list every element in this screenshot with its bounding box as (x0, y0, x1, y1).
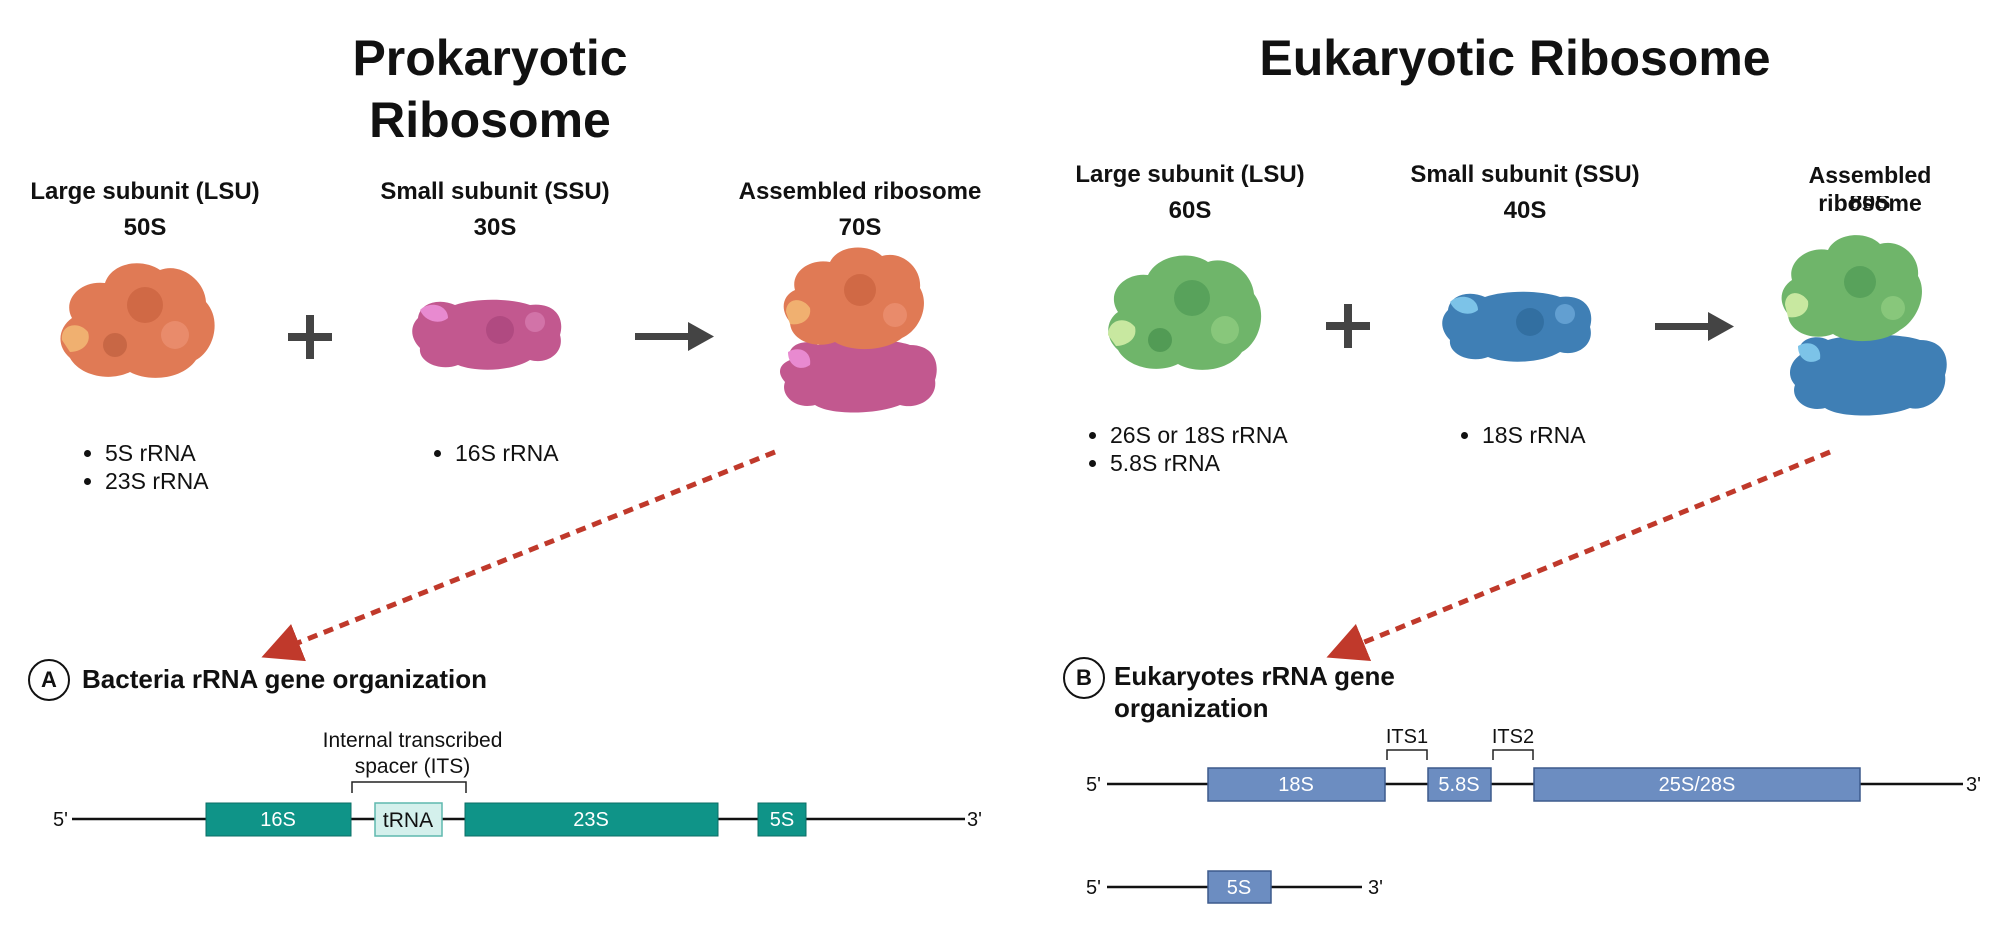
prok-assembled-label: Assembled ribosome (738, 178, 982, 205)
its-label-line1: Internal transcribed (322, 729, 503, 752)
euk-assembled-label-line2: ribosome (1818, 190, 1922, 216)
gene-18s (1207, 767, 1386, 802)
prok-assembled-heading: Assembled ribosome 70S (720, 174, 1000, 246)
ribosome-lsu-icon (60, 263, 215, 378)
euk-lsu-rna-list: 26S or 18S rRNA 5.8S rRNA (1080, 421, 1288, 477)
euk-assembled-value: 80S (1790, 196, 1950, 208)
euk-lsu-value: 60S (1168, 197, 1212, 224)
bacteria-five-prime: 5' (53, 809, 68, 831)
gene-23s-label: 23S (573, 809, 609, 831)
plus-icon (1326, 304, 1370, 348)
eukaryote-gene-map: ITS1 ITS2 5' 3' 18S 5.8S 25S/28S 5' 3' 5… (1086, 726, 1981, 904)
list-item: 5.8S rRNA (1110, 449, 1288, 477)
gene-16s (205, 802, 352, 837)
section-a-title: Bacteria rRNA gene organization (82, 664, 488, 694)
prok-ssu-heading: Small subunit (SSU) 30S (365, 174, 625, 246)
euk-5s-three-prime: 3' (1368, 877, 1383, 899)
its-label-line2: spacer (ITS) (354, 755, 471, 778)
ribosome-ssu-icon (412, 299, 562, 370)
gene-5s-euk-label: 5S (1227, 877, 1251, 899)
arrow-right-icon (1655, 312, 1734, 341)
gene-18s-label: 18S (1278, 774, 1314, 796)
euk-assembled-heading: Assembled 80S ribosome (1790, 161, 1950, 221)
list-item: 16S rRNA (455, 439, 559, 467)
its2-bracket (1492, 749, 1534, 760)
prok-lsu-value: 50S (123, 214, 167, 241)
euk-ssu-rna-list: 18S rRNA (1452, 421, 1586, 449)
its1-label: ITS1 (1386, 726, 1428, 748)
gene-5s-euk (1207, 870, 1272, 904)
its1-bracket (1386, 749, 1428, 760)
list-item: 23S rRNA (105, 467, 209, 495)
section-b-badge: B (1063, 657, 1105, 699)
arrow-right-icon (635, 322, 714, 351)
prok-lsu-rna-list: 5S rRNA 23S rRNA (75, 439, 209, 495)
section-b-title-line2: organization (1114, 693, 1269, 723)
plus-icon (288, 315, 332, 359)
euk-ssu-label: Small subunit (SSU) (1410, 161, 1640, 188)
section-b-title-line1: Eukaryotes rRNA gene (1114, 661, 1395, 691)
prok-ssu-rna-list: 16S rRNA (425, 439, 559, 467)
ribosome-lsu-icon (1108, 255, 1262, 370)
dashed-arrow-icon (1326, 449, 1831, 661)
section-b-title: Eukaryotes rRNA gene organization (1114, 660, 1395, 724)
eukaryotic-title: Eukaryotic Ribosome (1259, 30, 1771, 86)
gene-trna-label: tRNA (383, 809, 433, 832)
gene-5s-label: 5S (770, 809, 794, 831)
bacteria-gene-map: 5' 3' 16S tRNA 23S 5S (53, 781, 982, 837)
assembled-ribosome-icon (1781, 235, 1947, 416)
gene-23s (464, 802, 719, 837)
prok-lsu-label: Large subunit (LSU) (30, 178, 260, 205)
list-item: 18S rRNA (1482, 421, 1586, 449)
gene-5-8s (1427, 767, 1492, 802)
ribosome-ssu-icon (1442, 291, 1592, 362)
prok-ssu-value: 30S (473, 214, 517, 241)
prokaryotic-title: Prokaryotic Ribosome (300, 27, 680, 151)
prok-ssu-label: Small subunit (SSU) (380, 178, 610, 205)
its2-label: ITS2 (1492, 726, 1534, 748)
euk-five-prime: 5' (1086, 774, 1101, 796)
its-label: Internal transcribed spacer (ITS) (300, 728, 525, 780)
gene-16s-label: 16S (260, 809, 296, 831)
gene-5-8s-label: 5.8S (1438, 774, 1479, 796)
euk-lsu-heading: Large subunit (LSU) 60S (1060, 157, 1320, 229)
gene-trna (374, 802, 443, 837)
gene-25s-28s (1533, 767, 1861, 802)
gene-25s-28s-label: 25S/28S (1659, 774, 1736, 796)
euk-lsu-label: Large subunit (LSU) (1075, 161, 1305, 188)
its-bracket (351, 781, 467, 793)
euk-three-prime: 3' (1966, 774, 1981, 796)
euk-ssu-value: 40S (1503, 197, 1547, 224)
list-item: 26S or 18S rRNA (1110, 421, 1288, 449)
gene-5s (757, 802, 807, 837)
dashed-arrow-icon (261, 449, 776, 662)
euk-ssu-heading: Small subunit (SSU) 40S (1395, 157, 1655, 229)
prok-lsu-heading: Large subunit (LSU) 50S (15, 174, 275, 246)
section-a-badge: A (28, 659, 70, 701)
prok-assembled-value: 70S (838, 214, 882, 241)
prokaryotic-title-line2: Ribosome (369, 92, 611, 148)
euk-5s-five-prime: 5' (1086, 877, 1101, 899)
prokaryotic-title-line1: Prokaryotic (352, 30, 628, 86)
bacteria-three-prime: 3' (967, 809, 982, 831)
euk-assembled-label-line1: Assembled (1808, 162, 1932, 188)
list-item: 5S rRNA (105, 439, 209, 467)
assembled-ribosome-icon (779, 247, 937, 413)
